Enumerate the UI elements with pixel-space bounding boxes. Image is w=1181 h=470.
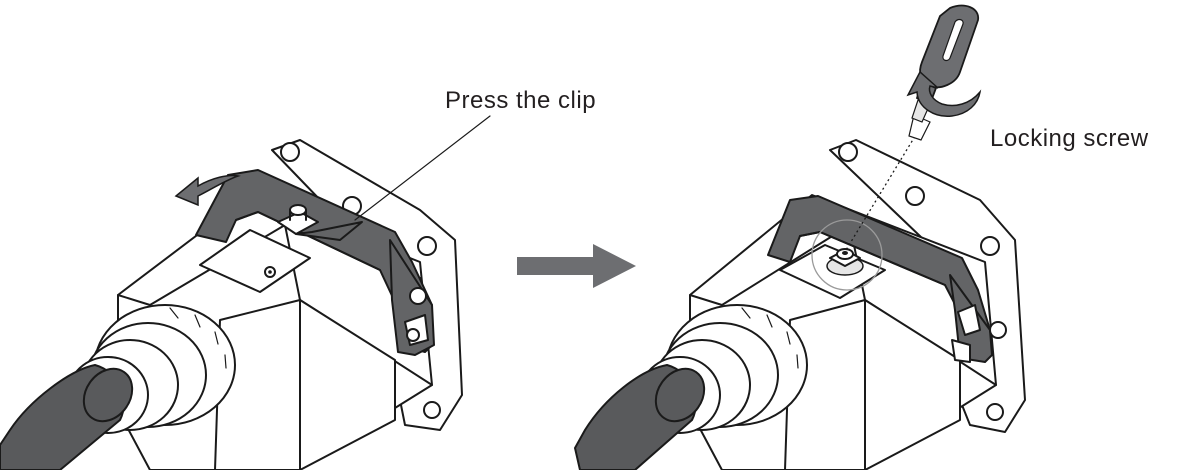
screwdriver-guide-line bbox=[845, 127, 921, 251]
press-clip-label: Press the clip bbox=[445, 87, 596, 114]
screw-highlight-circle bbox=[811, 219, 883, 291]
right-arrow-icon bbox=[517, 244, 636, 288]
connector-after bbox=[573, 4, 1026, 470]
connector-before bbox=[0, 115, 491, 470]
press-clip-leader bbox=[354, 115, 491, 221]
curved-arrow-icon bbox=[906, 70, 982, 117]
rotate-arrow-icon bbox=[174, 174, 241, 207]
locking-screw-label: Locking screw bbox=[990, 125, 1149, 152]
